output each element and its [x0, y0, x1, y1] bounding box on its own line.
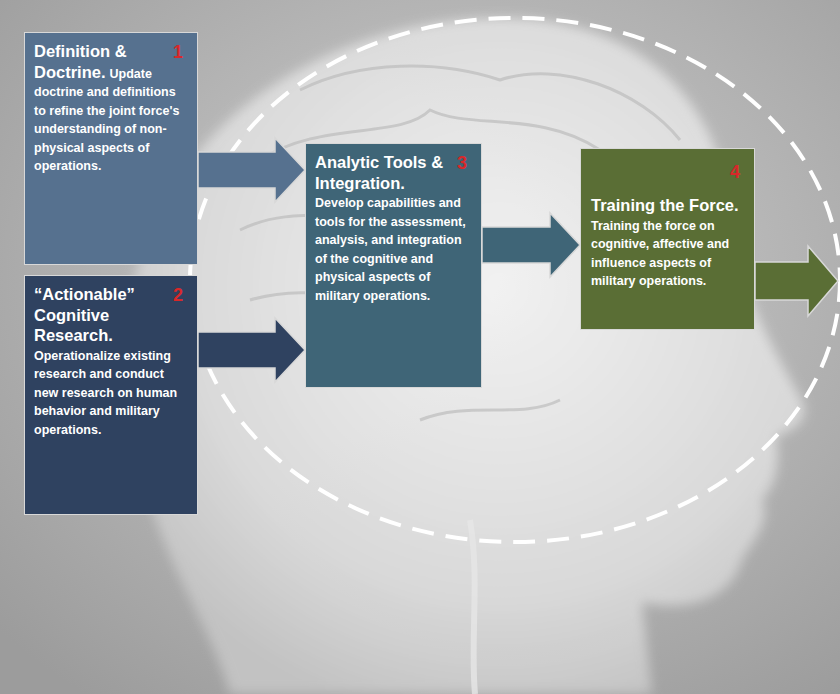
box-heading: Analytic Tools & Integration. [315, 152, 469, 193]
block-arrow [198, 138, 305, 202]
head-silhouette [127, 18, 804, 694]
box-heading: “Actionable” Cognitive Research. [34, 284, 185, 346]
callout-number: 3 [457, 154, 467, 172]
box-body: Operationalize existing research and con… [34, 349, 177, 437]
outgoing-arrow [755, 246, 838, 316]
box-body: Update doctrine and definitions to refin… [34, 67, 179, 174]
process-box: Definition & Doctrine.Update doctrine an… [24, 32, 198, 265]
callout-number: 2 [173, 286, 183, 304]
spine [470, 520, 475, 694]
block-arrow [198, 318, 305, 382]
box-body: Training the force on cognitive, affecti… [591, 219, 729, 289]
block-arrow [482, 213, 580, 277]
process-box: Analytic Tools & Integration.Develop cap… [305, 143, 482, 388]
dashed-ellipse [190, 18, 840, 542]
callout-number: 4 [730, 163, 740, 181]
box-heading: Training the Force. [591, 195, 742, 216]
process-box: “Actionable” Cognitive Research.Operatio… [24, 275, 198, 515]
callout-number: 1 [173, 43, 183, 61]
box-body: Develop capabilities and tools for the a… [315, 196, 466, 303]
process-box: Training the Force. Training the force on… [580, 148, 755, 330]
